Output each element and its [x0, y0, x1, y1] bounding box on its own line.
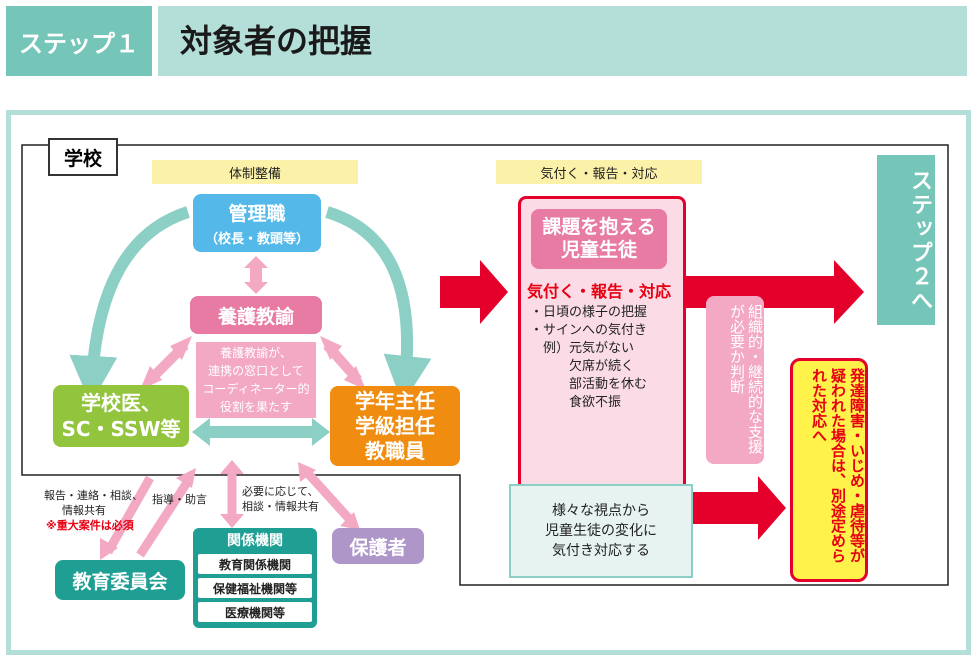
school-nurse-desc-line: コーディネーター的: [202, 382, 310, 396]
step2-text: ステップ２へ: [907, 169, 932, 313]
important-note: ※重大案件は必須: [46, 519, 134, 532]
management-sub: （校長・教頭等）: [204, 232, 309, 247]
red-arrow-to-kadai: [440, 260, 508, 324]
teachers-line: 学年主任: [355, 388, 435, 413]
step-tag: ステップ１: [6, 6, 152, 76]
school-nurse-desc-line: 養護教諭が、: [220, 346, 292, 360]
school-doctor-line: 学校医、: [81, 391, 161, 415]
perspectives-line: 児童生徒の変化に: [545, 523, 657, 539]
school-nurse-box: 養護教諭: [190, 296, 322, 334]
report-note-line: 報告・連絡・相談、: [44, 489, 143, 502]
student-issue-title-line: 児童生徒: [560, 239, 637, 261]
management-box: 管理職 （校長・教頭等）: [193, 194, 321, 252]
management-title: 管理職: [228, 203, 286, 225]
school-label: 学校: [48, 138, 118, 176]
report-note: 報告・連絡・相談、 情報共有 ※重大案件は必須: [44, 488, 184, 533]
perspectives-line: 様々な視点から: [552, 503, 650, 519]
school-nurse-desc-line: 連携の窓口として: [208, 364, 304, 378]
report-note-line: 情報共有: [62, 504, 106, 517]
guidance-note: 指導・助言: [152, 493, 207, 506]
observation-list: ・日頃の様子の把握 ・サインへの気付き 例）元気がない 欠席が続く 部活動を休む…: [530, 305, 648, 410]
student-issue-title-line: 課題を抱える: [542, 216, 656, 238]
organizational-support-box: [706, 296, 764, 464]
cycle-arrow-right: [325, 206, 432, 404]
teachers-line: 教職員: [365, 438, 425, 463]
title-bar: [158, 6, 967, 76]
step2-box: [877, 155, 935, 325]
school-frame-border: [21, 144, 949, 586]
teachers-box: 学年主任 学級担任 教職員: [330, 386, 460, 466]
school-doctor-line: SC・SSW等: [61, 417, 181, 441]
section-label-kizuku: 気付く・報告・対応: [496, 160, 702, 184]
notice-report-respond: 気付く・報告・対応: [526, 282, 671, 301]
as-needed-line: 相談・情報共有: [242, 500, 319, 513]
school-doctor-box: 学校医、 SC・SSW等: [53, 385, 189, 447]
perspectives-line: 気付き対応する: [552, 543, 650, 559]
student-issue-title: 課題を抱える 児童生徒: [531, 209, 667, 269]
as-needed-note: 必要に応じて、 相談・情報共有: [242, 484, 338, 514]
red-arrow-to-hattatsu: [692, 476, 786, 540]
pink-arrow-vertical: [244, 256, 268, 294]
school-nurse-desc: 養護教諭が、 連携の窓口として コーディネーター的 役割を果たす: [196, 342, 316, 418]
multiple-perspectives-box: 様々な視点から 児童生徒の変化に 気付き対応する: [509, 484, 693, 578]
agency-item: 教育関係機関: [198, 554, 312, 574]
agency-item: 医療機関等: [198, 602, 312, 622]
section-label-taisei: 体制整備: [152, 160, 358, 184]
as-needed-line: 必要に応じて、: [242, 485, 319, 498]
special-case-text: 発達障害・いじめ・虐待等が疑われた場合は、別途定められた対応へ: [810, 368, 866, 563]
guardian-box: 保護者: [332, 528, 424, 564]
related-agencies-title: 関係機関: [227, 533, 283, 549]
organizational-support-text: 組織的・継続的な支援が必要か判断: [728, 304, 764, 454]
education-board-box: 教育委員会: [55, 560, 185, 600]
cycle-arrow-left: [69, 206, 190, 404]
page-title: 対象者の把握: [180, 22, 373, 60]
special-case-box: [790, 358, 868, 582]
agency-item: 保健福祉機関等: [198, 578, 312, 598]
school-nurse-desc-line: 役割を果たす: [219, 400, 292, 414]
teachers-line: 学級担任: [355, 413, 435, 438]
